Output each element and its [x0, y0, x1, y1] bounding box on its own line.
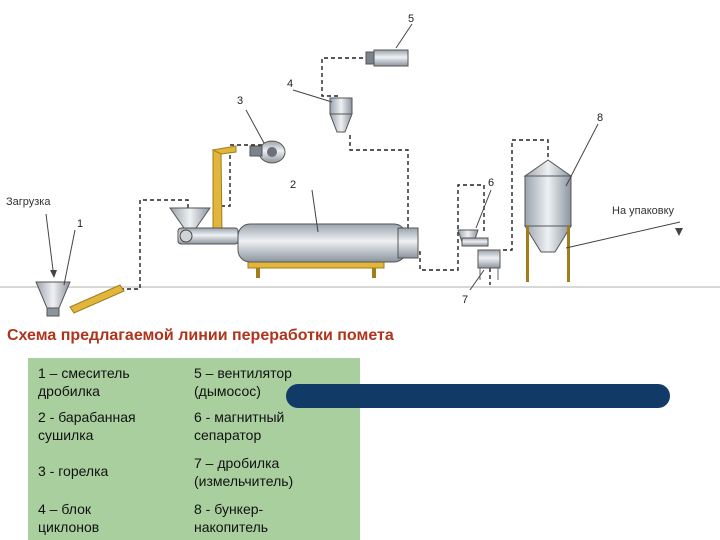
number-4: 4	[287, 78, 293, 90]
legend-item-7: 7 – дробилка(измельчитель)	[194, 455, 294, 489]
number-1: 1	[77, 218, 83, 230]
number-8: 8	[597, 112, 603, 124]
flow-lines	[120, 57, 549, 290]
legend-item-5: 5 – вентилятор(дымосос)	[194, 365, 292, 399]
number-3: 3	[237, 95, 243, 107]
diagram-caption: Схема предлагаемой линии переработки пом…	[7, 327, 394, 344]
mixer-crusher	[35, 213, 125, 317]
decorative-bar	[286, 384, 670, 408]
label-loading: Загрузка	[6, 196, 51, 208]
number-5: 5	[408, 13, 414, 25]
label-to-packaging: На упаковку	[612, 205, 675, 217]
number-7: 7	[462, 294, 468, 306]
cyclone	[292, 89, 353, 133]
conveyor	[212, 149, 223, 233]
process-flow-diagram: Загрузка На упаковку 1 2 3 4 5 6 7 8	[0, 13, 720, 317]
fan	[365, 23, 413, 67]
number-2: 2	[290, 179, 296, 191]
magnetic-separator	[457, 189, 492, 247]
feed-hopper	[169, 207, 239, 245]
number-6: 6	[488, 177, 494, 189]
storage-hopper	[523, 123, 683, 282]
legend-item-8: 8 - бункер-накопитель	[194, 501, 269, 535]
legend-item-3: 3 - горелка	[38, 463, 109, 479]
drum-dryer	[237, 189, 419, 278]
crusher	[469, 249, 501, 291]
burner	[245, 109, 286, 164]
